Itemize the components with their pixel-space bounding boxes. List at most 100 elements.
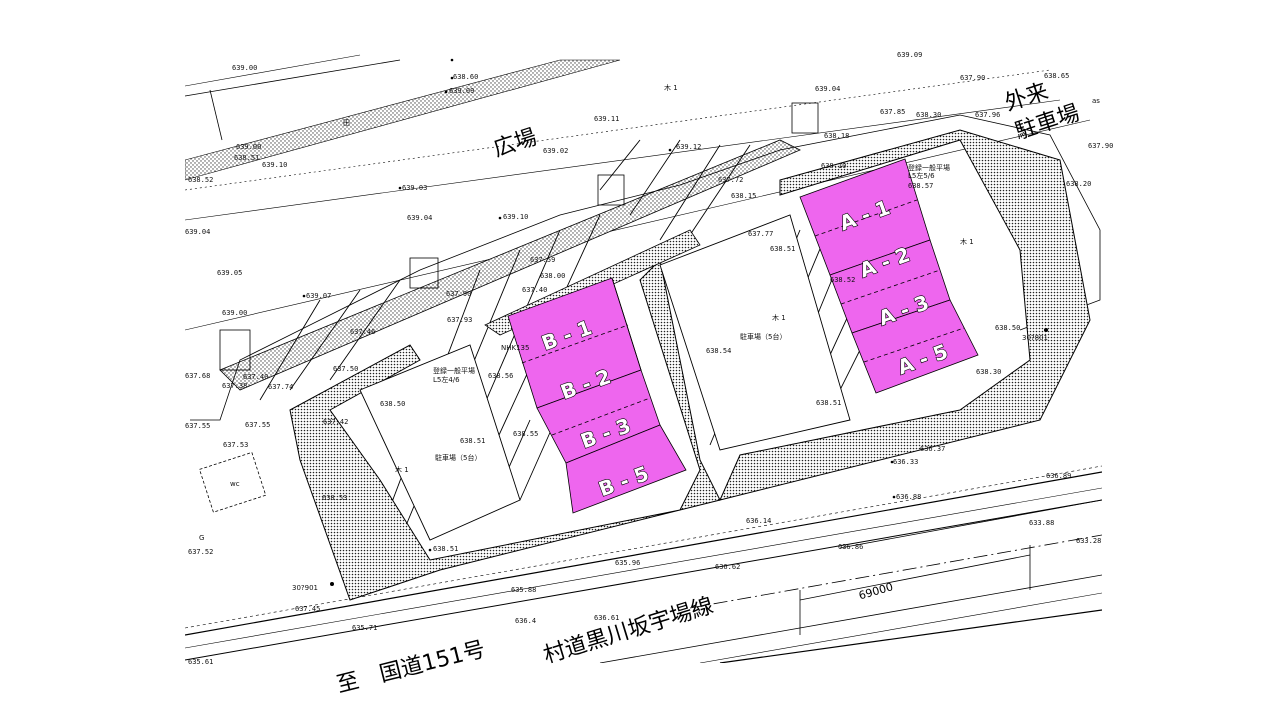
- village-road-label: 村道黒川坂宇場線: [541, 593, 717, 668]
- national-route-label: 至 国道151号: [334, 637, 488, 698]
- elev-74: 637.90: [1088, 142, 1113, 150]
- elev-17: 637.85: [880, 108, 905, 116]
- registration-left-line2: L5左4/6: [433, 375, 460, 384]
- elev-2: 638.60: [453, 73, 478, 81]
- elev-72: 638.53: [322, 494, 347, 502]
- elev-9: 639.00: [236, 143, 261, 151]
- elev-57: 636.14: [746, 517, 771, 525]
- elev-63: 633.28: [1076, 537, 1101, 545]
- elev-58: 638.51: [433, 545, 458, 553]
- field-label: 田: [343, 119, 350, 127]
- elev-16: 638.18: [824, 132, 849, 140]
- map-drawing: [185, 54, 1102, 663]
- dimension-line: [799, 545, 1031, 635]
- elev-35: 638.00: [540, 272, 565, 280]
- elev-8: 639.11: [594, 115, 619, 123]
- parking-center-label: 駐車場（5台）: [740, 332, 786, 341]
- elev-43: 637.50: [333, 365, 358, 373]
- parking-left-label: 駐車場（5台）: [435, 453, 481, 462]
- elev-15: 637.72: [718, 176, 743, 184]
- elev-53: 636.33: [893, 458, 918, 466]
- tree-label-1: 木 1: [664, 83, 678, 92]
- elev-55: 636.89: [1046, 472, 1071, 480]
- elevation-labels: 639.00 638.60 639.09 639.09 637.90 638.6…: [185, 51, 1113, 666]
- elev-61: 636.86: [838, 543, 863, 551]
- elev-37: 638.51: [770, 245, 795, 253]
- tree-label-3: 木 1: [772, 313, 786, 322]
- elev-5: 637.90: [960, 74, 985, 82]
- elev-24: 637.77: [748, 230, 773, 238]
- elev-69: 635.61: [188, 658, 213, 666]
- yard-right: [719, 129, 1091, 501]
- elev-64: 637.52: [188, 548, 213, 556]
- plaza-label: 広場: [490, 125, 540, 162]
- g-mark: G: [199, 534, 204, 542]
- elev-28: 639.05: [217, 269, 242, 277]
- dimension-label: 69000: [857, 580, 894, 602]
- elev-23: 638.15: [731, 192, 756, 200]
- elev-51: 638.54: [706, 347, 731, 355]
- as-label: as: [1092, 97, 1100, 105]
- elev-50: 638.55: [513, 430, 538, 438]
- elev-1: 639.00: [232, 64, 257, 72]
- elev-36: 637.40: [522, 286, 547, 294]
- elev-10: 638.51: [234, 154, 259, 162]
- bay-dividers: [521, 199, 965, 436]
- mid-slope: [190, 114, 1101, 421]
- elev-30: 639.07: [306, 292, 331, 300]
- structures: [199, 102, 819, 513]
- elev-14: 639.12: [676, 143, 701, 151]
- elev-47: 637.55: [245, 421, 270, 429]
- elev-18: 638.30: [916, 111, 941, 119]
- small-annotations: 木 1 木 1 木 1 木 1 田 wc G 30?901 30?801 NHK…: [199, 83, 1100, 592]
- lot-outlines: [359, 214, 851, 541]
- elev-29: 639.00: [222, 309, 247, 317]
- elev-76: 636.62: [715, 563, 740, 571]
- elev-54: 636.37: [920, 445, 945, 453]
- elev-38: 637.40: [243, 373, 268, 381]
- elev-13: 639.02: [543, 147, 568, 155]
- tree-label-4: 木 1: [960, 237, 974, 246]
- elev-59: 635.96: [615, 559, 640, 567]
- nhk-label: NHK135: [501, 344, 529, 352]
- elev-19: 637.96: [975, 111, 1000, 119]
- elev-71: 638.30: [976, 368, 1001, 376]
- elev-75: 638.52: [830, 276, 855, 284]
- elev-33: 637.93: [447, 316, 472, 324]
- upper-slope: [185, 54, 1091, 331]
- elev-25: 638.57: [908, 182, 933, 190]
- registration-right-line1: 登録一般平場: [908, 163, 950, 172]
- elev-52: 638.51: [816, 399, 841, 407]
- elev-3: 639.09: [449, 87, 474, 95]
- elev-41: 637.74: [268, 383, 293, 391]
- bays-a: [799, 158, 979, 394]
- elev-45: 638.56: [488, 372, 513, 380]
- elev-62: 633.88: [1029, 519, 1054, 527]
- elev-56: 636.88: [896, 493, 921, 501]
- elev-6: 638.65: [1044, 72, 1069, 80]
- elev-22: 639.10: [503, 213, 528, 221]
- road-lines: [185, 465, 1102, 663]
- elev-7: 639.04: [815, 85, 840, 93]
- elev-68: 636.4: [515, 617, 536, 625]
- elev-4: 639.09: [897, 51, 922, 59]
- elev-66: 635.71: [352, 624, 377, 632]
- elev-34: 637.59: [530, 256, 555, 264]
- elev-49: 638.51: [460, 437, 485, 445]
- elev-26: 638.20: [1066, 180, 1091, 188]
- elev-27: 639.04: [185, 228, 210, 236]
- elev-60: 635.88: [511, 586, 536, 594]
- elev-46: 637.55: [185, 422, 210, 430]
- elev-44: 638.50: [380, 400, 405, 408]
- registration-left-line1: 登録一般平場: [433, 366, 475, 375]
- elev-39: 637.38: [222, 382, 247, 390]
- elevation-dots: [302, 58, 1048, 586]
- registration-right-line2: L5左5/6: [908, 171, 935, 180]
- elev-65: 637.45: [295, 605, 320, 613]
- elev-12: 638.52: [188, 176, 213, 184]
- elev-11: 639.10: [262, 161, 287, 169]
- bays-b: [507, 277, 687, 514]
- elev-20: 639.03: [402, 184, 427, 192]
- elev-70: 638.50: [995, 324, 1020, 332]
